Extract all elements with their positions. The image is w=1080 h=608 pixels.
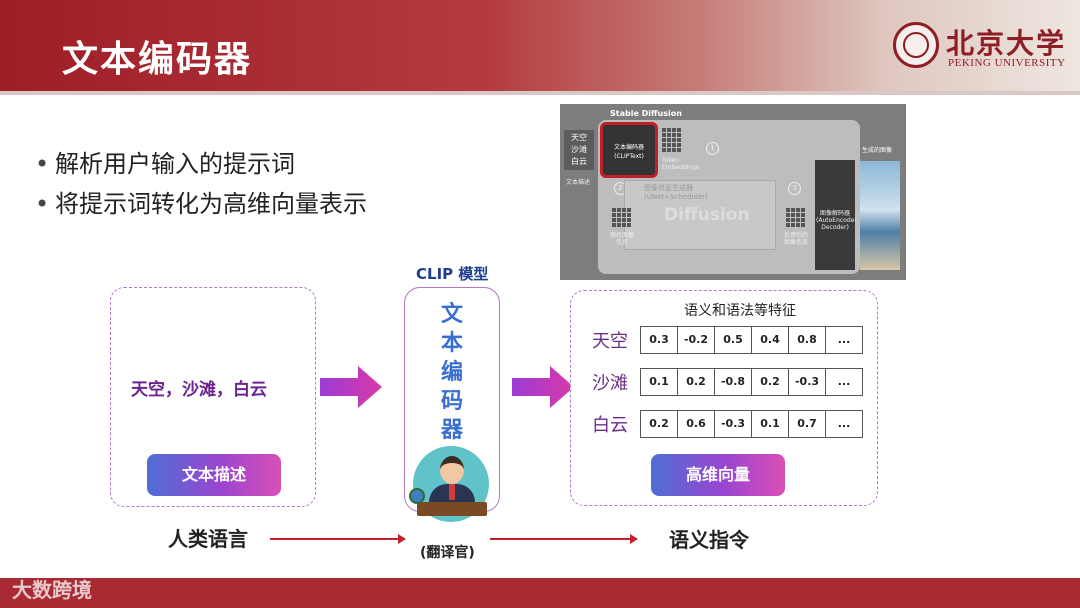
clip-encoder-text: 文 本 编 码 器: [440, 302, 463, 443]
stable-diffusion-diagram: Stable Diffusion 天空 沙滩 白云 文本描述 文本编码器 (CL…: [560, 104, 906, 280]
sd-step-3: 3: [788, 182, 801, 195]
university-name-cn: 北京大学: [946, 27, 1067, 60]
bullet-text: 将提示词转化为高维向量表示: [55, 190, 367, 218]
bullet-list: •解析用户输入的提示词 •将提示词转化为高维向量表示: [35, 148, 367, 228]
text-description: 天空，沙滩，白云: [131, 380, 267, 400]
features-title: 语义和语法等特征: [684, 303, 796, 319]
translator-avatar-icon: [403, 444, 499, 524]
high-dim-vector-button: 高维向量: [651, 454, 785, 496]
sd-text-encoder: 文本编码器 (CLIPText): [600, 122, 658, 178]
text-description-button: 文本描述: [147, 454, 281, 496]
red-arrow-icon: [490, 534, 638, 544]
bullet-text: 解析用户输入的提示词: [55, 150, 295, 178]
slide-title: 文本编码器: [62, 39, 253, 80]
sd-noise-grid-icon: [612, 208, 631, 227]
red-arrow-icon: [270, 534, 406, 544]
sd-noise-label: 随机图像 信息: [609, 232, 634, 246]
semantic-instruction-label: 语义指令: [669, 528, 749, 552]
vector-word: 白云: [592, 415, 628, 436]
vector-word: 天空: [592, 331, 628, 352]
sd-output-image: [860, 161, 900, 270]
footer-bar: [0, 578, 1080, 608]
slide-header: 文本编码器 北京大学 PEKING UNIVERSITY: [0, 0, 1080, 91]
header-divider: [0, 91, 1080, 95]
translator-label: (翻译官): [420, 545, 475, 561]
human-language-label: 人类语言: [168, 527, 248, 551]
sd-output-label: 生成的图像: [862, 147, 893, 154]
sd-processed-label: 处理后的 图像信息: [783, 232, 808, 246]
sd-processed-grid-icon: [786, 208, 805, 227]
sd-decoder-label: 图像解码器 (AutoEncoder Decoder): [816, 210, 857, 231]
sd-unet-block: [624, 180, 776, 250]
sd-step-1: 1: [706, 142, 719, 155]
bullet-item: •解析用户输入的提示词: [35, 150, 295, 178]
sd-input-caption: 文本描述: [566, 179, 591, 186]
sd-decoder-block: [815, 160, 855, 270]
university-seal-icon: [893, 22, 939, 68]
sd-input-words: 天空 沙滩 白云: [564, 130, 594, 170]
clip-model-label: CLIP 模型: [416, 265, 489, 283]
vector-word: 沙滩: [592, 373, 628, 394]
arrow-right-icon: [512, 366, 574, 408]
bullet-item: •将提示词转化为高维向量表示: [35, 190, 367, 218]
university-name-en: PEKING UNIVERSITY: [948, 57, 1066, 69]
arrow-right-icon: [320, 366, 382, 408]
sd-unet-label: 图像信息生成器 (UNet+Scheduler): [644, 184, 708, 201]
sd-token-grid-icon: [662, 128, 681, 152]
sd-title: Stable Diffusion: [610, 109, 682, 118]
sd-token-label: Token Embeddings: [662, 157, 700, 171]
sd-diffusion-label: Diffusion: [664, 205, 750, 225]
watermark-logo: 大数跨境: [12, 578, 92, 602]
